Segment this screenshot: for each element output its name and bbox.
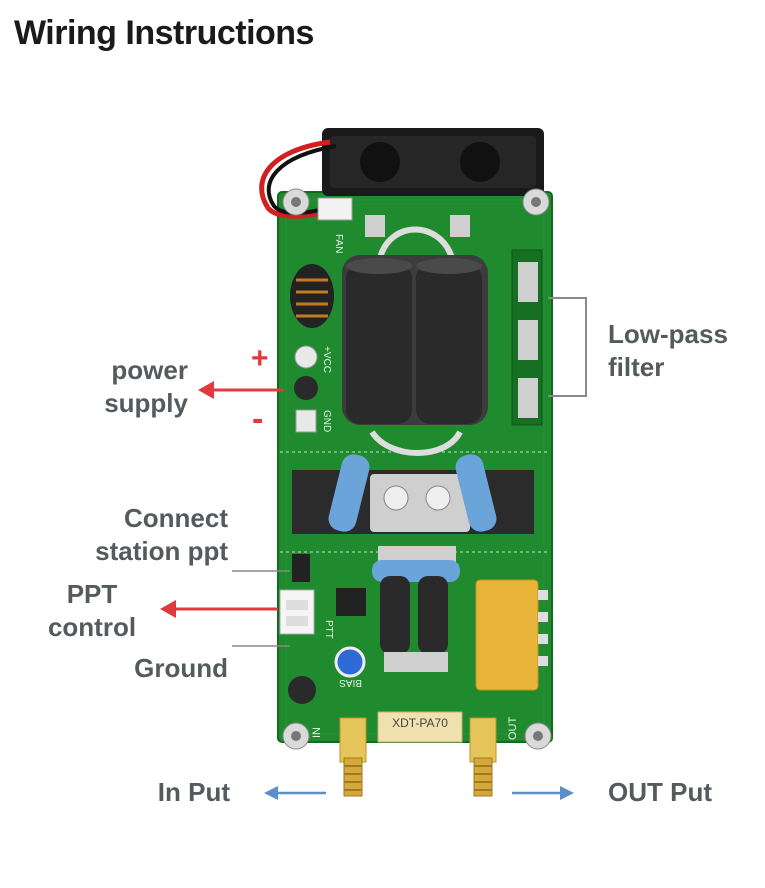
connect-station-label: Connect station ppt [40, 502, 228, 567]
low-pass-line2: filter [608, 351, 665, 382]
relay [475, 579, 548, 691]
minus-sign: - [252, 400, 263, 438]
connect-line2: station ppt [95, 535, 228, 566]
fan [322, 128, 544, 196]
screw-top-left [282, 188, 310, 216]
in-put-arrow [264, 786, 326, 800]
out-put-arrow [512, 786, 574, 800]
power-supply-line2: supply [104, 387, 188, 418]
ppt-control-arrow [160, 600, 278, 618]
board-gnd-text: GND [321, 410, 332, 432]
sma-input-connector [339, 717, 367, 797]
ppt-control-label: PPT control [36, 578, 148, 643]
driver-stage [372, 546, 460, 672]
board-ptt-text: PTT [323, 620, 334, 639]
board-vcc-text: +VCC [321, 346, 332, 373]
board-bias-text: BIAS [339, 677, 362, 688]
screw-bottom-right [524, 722, 552, 750]
screw-bottom-left [282, 722, 310, 750]
board-fan-text: FAN [333, 234, 344, 253]
screw-top-right [522, 188, 550, 216]
in-put-label: In Put [157, 777, 230, 807]
board-model-text: XDT-PA70 [392, 716, 448, 730]
ppt-line1: PPT [66, 579, 118, 609]
sma-output-connector [469, 717, 497, 797]
board-in-text: IN [311, 727, 323, 738]
low-pass-line1: Low-pass [608, 319, 728, 349]
board-out-text: OUT [507, 717, 519, 741]
ppt-line2: control [47, 611, 137, 642]
toroid-inductor [290, 264, 334, 328]
ptt-connector [279, 589, 315, 635]
model-label-plate [377, 711, 463, 743]
out-put-label: OUT Put [608, 777, 712, 807]
output-transformer [342, 226, 488, 456]
power-supply-label: power supply [82, 354, 188, 419]
low-pass-filter-label: Low-pass filter [608, 318, 728, 383]
ground-label: Ground [134, 653, 228, 683]
connect-line1: Connect [124, 503, 228, 533]
low-pass-bracket [548, 297, 587, 397]
mosfet-block [292, 454, 534, 534]
power-supply-line1: power [111, 355, 188, 385]
page-title: Wiring Instructions [14, 14, 314, 52]
plus-sign: + [251, 342, 269, 375]
power-supply-arrow [198, 381, 284, 399]
low-pass-filter-components [511, 249, 543, 426]
